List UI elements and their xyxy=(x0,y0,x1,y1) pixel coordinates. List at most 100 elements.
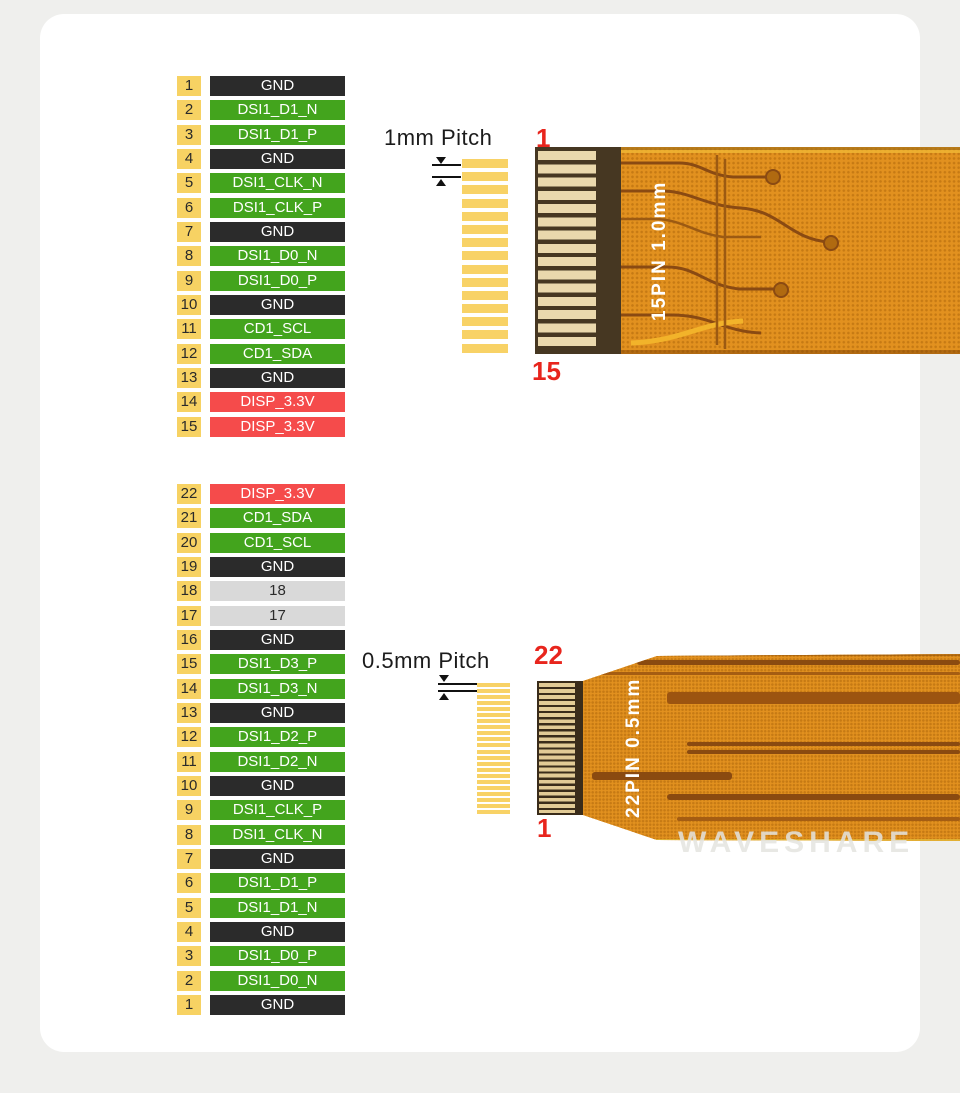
pitch-arrow-up-icon xyxy=(436,179,446,186)
pin-number-cell: 5 xyxy=(177,897,201,918)
pitch-stripe xyxy=(462,343,508,353)
pin-number-cell: 21 xyxy=(177,508,201,529)
pin-row: 11 DSI1_D2_N xyxy=(177,751,345,772)
trace-line xyxy=(597,672,960,675)
pin-number-cell: 12 xyxy=(177,343,201,364)
pin-label-cell: GND xyxy=(210,367,345,388)
pin-marker-last: 15 xyxy=(532,356,561,386)
pitch-stripe xyxy=(477,683,510,687)
pin-number-cell: 7 xyxy=(177,221,201,242)
pin-label-cell: DSI1_D2_N xyxy=(210,751,345,772)
pitch-stripe xyxy=(462,304,508,314)
waveshare-watermark: WAVESHARE xyxy=(678,826,915,859)
pitch-arrow-line xyxy=(432,176,461,178)
pitch-stripe xyxy=(477,725,510,730)
pin-label-cell: GND xyxy=(210,556,345,577)
pin-number-cell: 2 xyxy=(177,970,201,991)
fpc-photo-15pin: 15PIN 1.0mm xyxy=(535,147,960,354)
pitch-arrow-line xyxy=(432,164,461,166)
pitch-stripe xyxy=(462,317,508,327)
pin-number-cell: 3 xyxy=(177,946,201,967)
pin-number-cell: 4 xyxy=(177,921,201,942)
pitch-stripe xyxy=(477,689,510,694)
pin-number-cell: 8 xyxy=(177,246,201,267)
pitch-stripe xyxy=(462,238,508,248)
pin-label-cell: 18 xyxy=(210,581,345,602)
pitch-stripe xyxy=(477,779,510,784)
pin-number-cell: 6 xyxy=(177,873,201,894)
pin-label-cell: CD1_SCL xyxy=(210,319,345,340)
pitch-arrow-line xyxy=(438,690,477,692)
pitch-stripe xyxy=(477,731,510,736)
pitch-stripe xyxy=(477,707,510,712)
fpc-photo-22pin: 22PIN 0.5mm xyxy=(537,654,960,841)
pin-label-cell: CD1_SDA xyxy=(210,508,345,529)
pitch-stripe xyxy=(462,211,508,221)
pitch-stripe xyxy=(477,737,510,742)
trace-line xyxy=(677,817,960,821)
pin-number-cell: 4 xyxy=(177,148,201,169)
pitch-stripe xyxy=(462,251,508,261)
pitch-stripe xyxy=(462,185,508,195)
trace-line xyxy=(687,742,960,746)
pin-number-cell: 22 xyxy=(177,484,201,504)
pin-number-cell: 15 xyxy=(177,654,201,675)
pitch-stripe xyxy=(462,290,508,300)
fpc-photo-label: 15PIN 1.0mm xyxy=(649,180,670,321)
fpc-body xyxy=(621,147,960,354)
pitch-stripe xyxy=(477,743,510,748)
pin-label-cell: GND xyxy=(210,994,345,1015)
pin-label-cell: DISP_3.3V xyxy=(210,416,345,437)
pin-label-cell: DSI1_D1_P xyxy=(210,873,345,894)
pin-label-cell: GND xyxy=(210,775,345,796)
pin-number-cell: 11 xyxy=(177,751,201,772)
pitch-stripe xyxy=(462,224,508,234)
pin-label-cell: DSI1_D1_N xyxy=(210,100,345,121)
connector-end xyxy=(537,681,583,815)
gold-fingers xyxy=(539,683,575,813)
pin-row: 22 DISP_3.3V xyxy=(177,484,345,504)
pitch-stripes-15pin xyxy=(462,159,508,353)
pitch-arrow-down-icon xyxy=(439,675,449,682)
fpc-traces xyxy=(621,155,839,349)
pitch-stripe xyxy=(477,695,510,700)
trace-line xyxy=(637,660,960,665)
pin-label-cell: DSI1_D3_N xyxy=(210,678,345,699)
pin-number-cell: 8 xyxy=(177,824,201,845)
pitch-stripe xyxy=(477,701,510,706)
pin-label-cell: GND xyxy=(210,702,345,723)
pitch-stripe xyxy=(477,791,510,796)
pin-label-cell: CD1_SDA xyxy=(210,343,345,364)
pin-label-cell: DISP_3.3V xyxy=(210,484,345,504)
pin-label-cell: DSI1_D1_N xyxy=(210,897,345,918)
pin-number-cell: 10 xyxy=(177,775,201,796)
pitch-arrow-up-icon xyxy=(439,693,449,700)
pitch-stripe xyxy=(477,797,510,802)
pitch-stripes-22pin xyxy=(477,683,510,814)
pitch-label-05mm: 0.5mm Pitch xyxy=(362,648,490,673)
pin-number-cell: 1 xyxy=(177,76,201,96)
pin-number-cell: 14 xyxy=(177,392,201,413)
pitch-stripe xyxy=(477,767,510,772)
pin-label-cell: CD1_SCL xyxy=(210,532,345,553)
trace-line xyxy=(667,692,960,704)
trace-line xyxy=(592,772,732,780)
pin-label-cell: 17 xyxy=(210,605,345,626)
pin-label-cell: DSI1_D3_P xyxy=(210,654,345,675)
